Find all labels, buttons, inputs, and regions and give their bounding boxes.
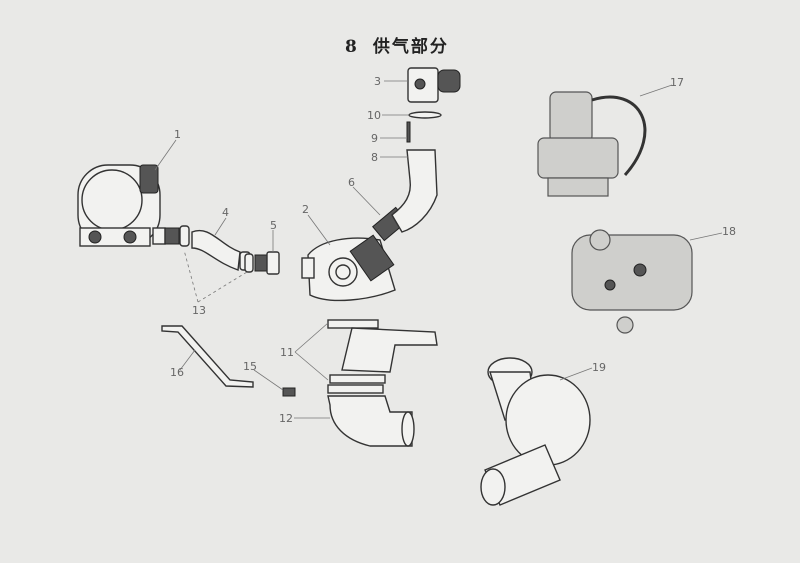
callout-labels: 1 2 3 4 5 6 8 9 10 11 12 13 15 16 17 18 … <box>170 75 736 425</box>
callout-15: 15 <box>243 360 257 373</box>
part-2-mixer <box>301 234 396 302</box>
callout-1: 1 <box>174 128 181 141</box>
callout-4: 4 <box>222 206 229 219</box>
part-8-elbow <box>391 149 438 233</box>
part-16-rod <box>161 325 254 388</box>
part-10-gasket <box>408 111 442 119</box>
callout-3: 3 <box>374 75 381 88</box>
callout-18: 18 <box>722 225 736 238</box>
callout-2: 2 <box>302 203 309 216</box>
callout-5: 5 <box>270 219 277 232</box>
part-17-solenoid-valve <box>537 91 647 197</box>
part-15-nipple <box>282 387 296 397</box>
callout-12: 12 <box>279 412 293 425</box>
leader-lines <box>154 80 723 419</box>
callout-16: 16 <box>170 366 184 379</box>
part-12-elbow-pipe <box>327 395 413 447</box>
part-1-reducer <box>77 164 161 247</box>
part-9-bolt <box>406 121 411 143</box>
section-title: 供气部分 <box>372 37 449 57</box>
callout-19: 19 <box>592 361 606 374</box>
part-11-gaskets-bracket <box>327 319 438 394</box>
callout-6: 6 <box>348 176 355 189</box>
callout-11: 11 <box>280 346 294 359</box>
part-4-hose <box>152 225 251 271</box>
callout-13: 13 <box>192 304 206 317</box>
part-18-vaporizer <box>571 229 693 334</box>
callout-10: 10 <box>367 109 381 122</box>
part-3-throttle <box>407 67 461 103</box>
callout-8: 8 <box>371 151 378 164</box>
section-number: 8 <box>345 37 359 57</box>
part-19-thermostat <box>480 357 591 506</box>
part-5-fitting <box>244 251 280 275</box>
callout-9: 9 <box>371 132 378 145</box>
diagram-title: 8 供气部分 <box>345 32 463 57</box>
callout-17: 17 <box>670 76 684 89</box>
